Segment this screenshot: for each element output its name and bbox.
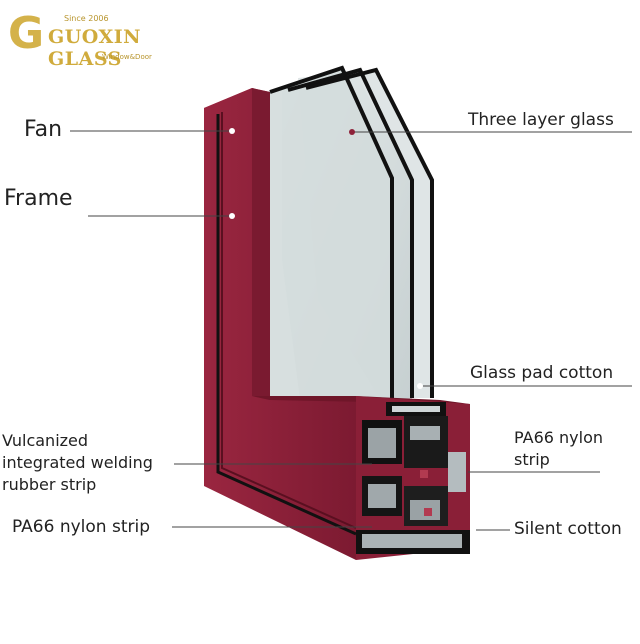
label-pa66-nylon-strip-right: PA66 nylon strip [514,428,603,469]
section-base-metal [362,534,462,548]
frame-rebate-vertical [252,88,270,400]
section-seal-red-1 [420,470,428,478]
logo-tagline: Window&Door [102,53,152,61]
logo-brand-name: GUOXIN GLASS [48,26,142,70]
pointer-dot-frame [229,213,235,219]
glass-edge-2 [287,67,414,398]
logo-since: Since 2006 [64,14,109,23]
frame-front-face [204,88,356,560]
pointer-dots [229,128,423,389]
glass-panes [268,65,434,402]
profile-cross-section [356,402,470,554]
label-vulcanized-rubber-strip: Vulcanized integrated welding rubber str… [2,431,153,494]
label-fan: Fan [24,117,63,142]
section-aluminium-4 [448,452,466,492]
label-frame: Frame [4,186,73,211]
section-chamber-2 [404,416,448,468]
logo-mark: G [8,8,45,59]
brand-logo: G Since 2006 GUOXIN GLASS Window&Door [8,8,208,71]
pointer-dot-fan [229,128,235,134]
label-glass-pad-cotton: Glass pad cotton [470,363,614,383]
section-seal-red-2 [424,508,432,516]
frame-groove-inner [216,114,357,536]
section-glass-pad-inner [392,406,440,412]
frame-groove-outer [221,112,357,529]
label-pa66-nylon-strip-left: PA66 nylon strip [12,517,150,537]
section-aluminium-1 [368,428,396,458]
glass-edge-1 [269,65,394,398]
pointer-dot-glass [349,129,355,135]
label-silent-cotton: Silent cotton [514,519,622,539]
glass-pane-front [268,70,392,402]
pointer-dot-glass-pad [417,383,423,389]
section-aluminium-3 [368,484,396,508]
leader-lines [70,130,632,531]
label-three-layer-glass: Three layer glass [468,110,614,130]
glass-edge-3 [305,67,434,398]
section-aluminium-2 [410,426,440,440]
